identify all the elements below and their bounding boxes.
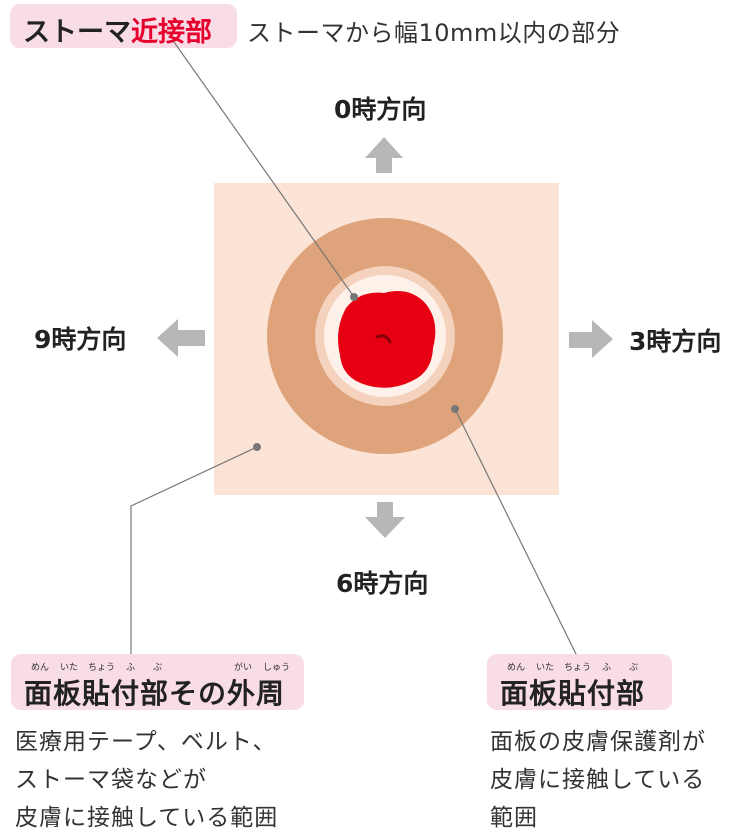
arrow-up-icon (365, 137, 403, 173)
leader-stoma-near (173, 41, 358, 301)
direction-0-oclock: 0時方向 (334, 95, 427, 124)
stoma-near-title-prefix: ストーマ (23, 17, 131, 48)
leader-outer-region (130, 443, 261, 654)
plate-region-description-line-3: 範囲 (490, 805, 538, 831)
stoma-near-title-highlight: 近接部 (131, 17, 212, 48)
outer-region-ruby-6: がい (234, 663, 253, 673)
arrow-left-icon (157, 319, 205, 357)
plate-region-ruby-1: めん (507, 663, 526, 673)
arrow-right-icon (569, 320, 613, 358)
plate-region-ruby-3: ちょう (564, 663, 592, 673)
outer-region-ruby-7: しゅう (263, 663, 291, 673)
outer-region-description-line-1: 医療用テープ、ベルト、 (15, 729, 277, 755)
plate-region-pill (487, 654, 672, 710)
outer-region-description-line-3: 皮膚に接触している範囲 (15, 805, 279, 831)
direction-6-oclock: 6時方向 (336, 569, 429, 598)
plate-region-ruby-4: ふ (602, 663, 612, 673)
plate-region-ruby-5: ぶ (629, 663, 639, 673)
outer-region-description-line-2: ストーマ袋などが (15, 767, 207, 793)
stoma-near-title-pill (10, 4, 237, 48)
outer-region-ruby-2: いた (60, 663, 79, 673)
plate-region-description: 面板の皮膚保護剤が 皮膚に接触している 範囲 (490, 723, 706, 837)
outer-region-label: 面板貼付部その外周 (24, 677, 286, 710)
plate-region-description-line-2: 皮膚に接触している (490, 767, 706, 793)
direction-3-oclock: 3時方向 (629, 327, 722, 356)
outer-region-ruby-1: めん (31, 663, 50, 673)
stoma-near-description: ストーマから幅10mm以内の部分 (247, 19, 621, 47)
stoma-near-title: ストーマ近接部 (23, 10, 212, 49)
outer-region-ruby-5: ぶ (153, 663, 163, 673)
outer-region-description: 医療用テープ、ベルト、 ストーマ袋などが 皮膚に接触している範囲 (15, 723, 278, 837)
outer-region-pill (11, 654, 304, 710)
direction-9-oclock: 9時方向 (34, 325, 127, 354)
plate-region-label: 面板貼付部 (500, 677, 646, 710)
leader-plate-region (451, 405, 578, 657)
arrow-down-icon (365, 502, 405, 538)
plate-region-ruby-2: いた (536, 663, 555, 673)
plate-region-description-line-1: 面板の皮膚保護剤が (490, 729, 706, 755)
outer-region-ruby-4: ふ (126, 663, 136, 673)
stoma-opening (375, 334, 392, 344)
outer-region-ruby-3: ちょう (88, 663, 116, 673)
